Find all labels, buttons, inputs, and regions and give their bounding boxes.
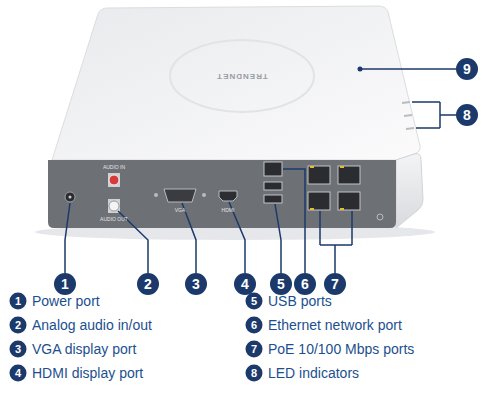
vga-screw: [202, 193, 206, 197]
logo-ring: [170, 40, 314, 112]
usb-port: [264, 195, 282, 203]
list-text: LED indicators: [268, 365, 359, 381]
led-indicator: [406, 128, 414, 129]
poe-port: [308, 166, 330, 184]
port-led: [340, 208, 344, 210]
list-number: 1: [10, 293, 27, 310]
top-surface: [52, 6, 420, 160]
led-indicator: [404, 115, 412, 116]
list-number: 6: [246, 317, 263, 334]
callout-number: 6: [294, 273, 316, 295]
callout-number: 7: [324, 273, 346, 295]
led-indicator: [402, 102, 410, 103]
bracket: [320, 211, 352, 273]
leader-line: [182, 203, 196, 273]
list-text: USB ports: [268, 293, 332, 309]
bracket: [412, 102, 456, 128]
list-number: 8: [246, 365, 263, 382]
vga-port: [164, 189, 196, 202]
poe-port: [308, 192, 330, 210]
list-number: 3: [10, 341, 27, 358]
port-led: [310, 208, 314, 210]
list-number: 2: [10, 317, 27, 334]
list-number: 4: [10, 365, 27, 382]
callout-number: 2: [137, 273, 159, 295]
leader-line: [275, 204, 281, 273]
list-text: VGA display port: [32, 341, 136, 357]
callout-number: 5: [270, 273, 292, 295]
list-text: PoE 10/100 Mbps ports: [268, 341, 414, 357]
power-port: [65, 192, 75, 202]
leader-line: [362, 68, 456, 70]
usb-port: [264, 182, 282, 190]
poe-port: [338, 166, 360, 184]
list-text: HDMI display port: [32, 365, 143, 381]
poe-port: [338, 192, 360, 210]
audio-in-jack: [109, 175, 119, 185]
leader-dot: [358, 67, 363, 72]
rear-panel: [48, 160, 396, 228]
power-pin: [69, 196, 72, 199]
callout-number: 3: [185, 273, 207, 295]
hdmi-port: [219, 191, 237, 201]
list-number: 5: [246, 293, 263, 310]
port-label: HDMI: [222, 207, 235, 213]
port-led: [340, 166, 344, 168]
port-label: AUDIO OUT: [100, 216, 128, 222]
port-label: AUDIO IN: [103, 164, 125, 170]
audio-out-jack: [109, 201, 119, 211]
side-face: [396, 154, 423, 228]
leader-line: [65, 203, 70, 273]
ground-screw: [377, 214, 383, 220]
vga-screw: [154, 193, 158, 197]
list-text: Ethernet network port: [268, 317, 402, 333]
ethernet-port: [264, 162, 282, 176]
audio-jack: [108, 173, 120, 187]
leader-line: [283, 169, 305, 273]
callout-number: 8: [456, 104, 478, 126]
port-label: VGA: [175, 207, 186, 213]
callout-number: 9: [456, 58, 478, 80]
list-text: Power port: [32, 293, 100, 309]
port-led: [310, 166, 314, 168]
callout-number: 1: [54, 273, 76, 295]
list-text: Analog audio in/out: [32, 317, 152, 333]
brand-logo: TRENDNET: [216, 72, 268, 81]
list-number: 7: [246, 341, 263, 358]
